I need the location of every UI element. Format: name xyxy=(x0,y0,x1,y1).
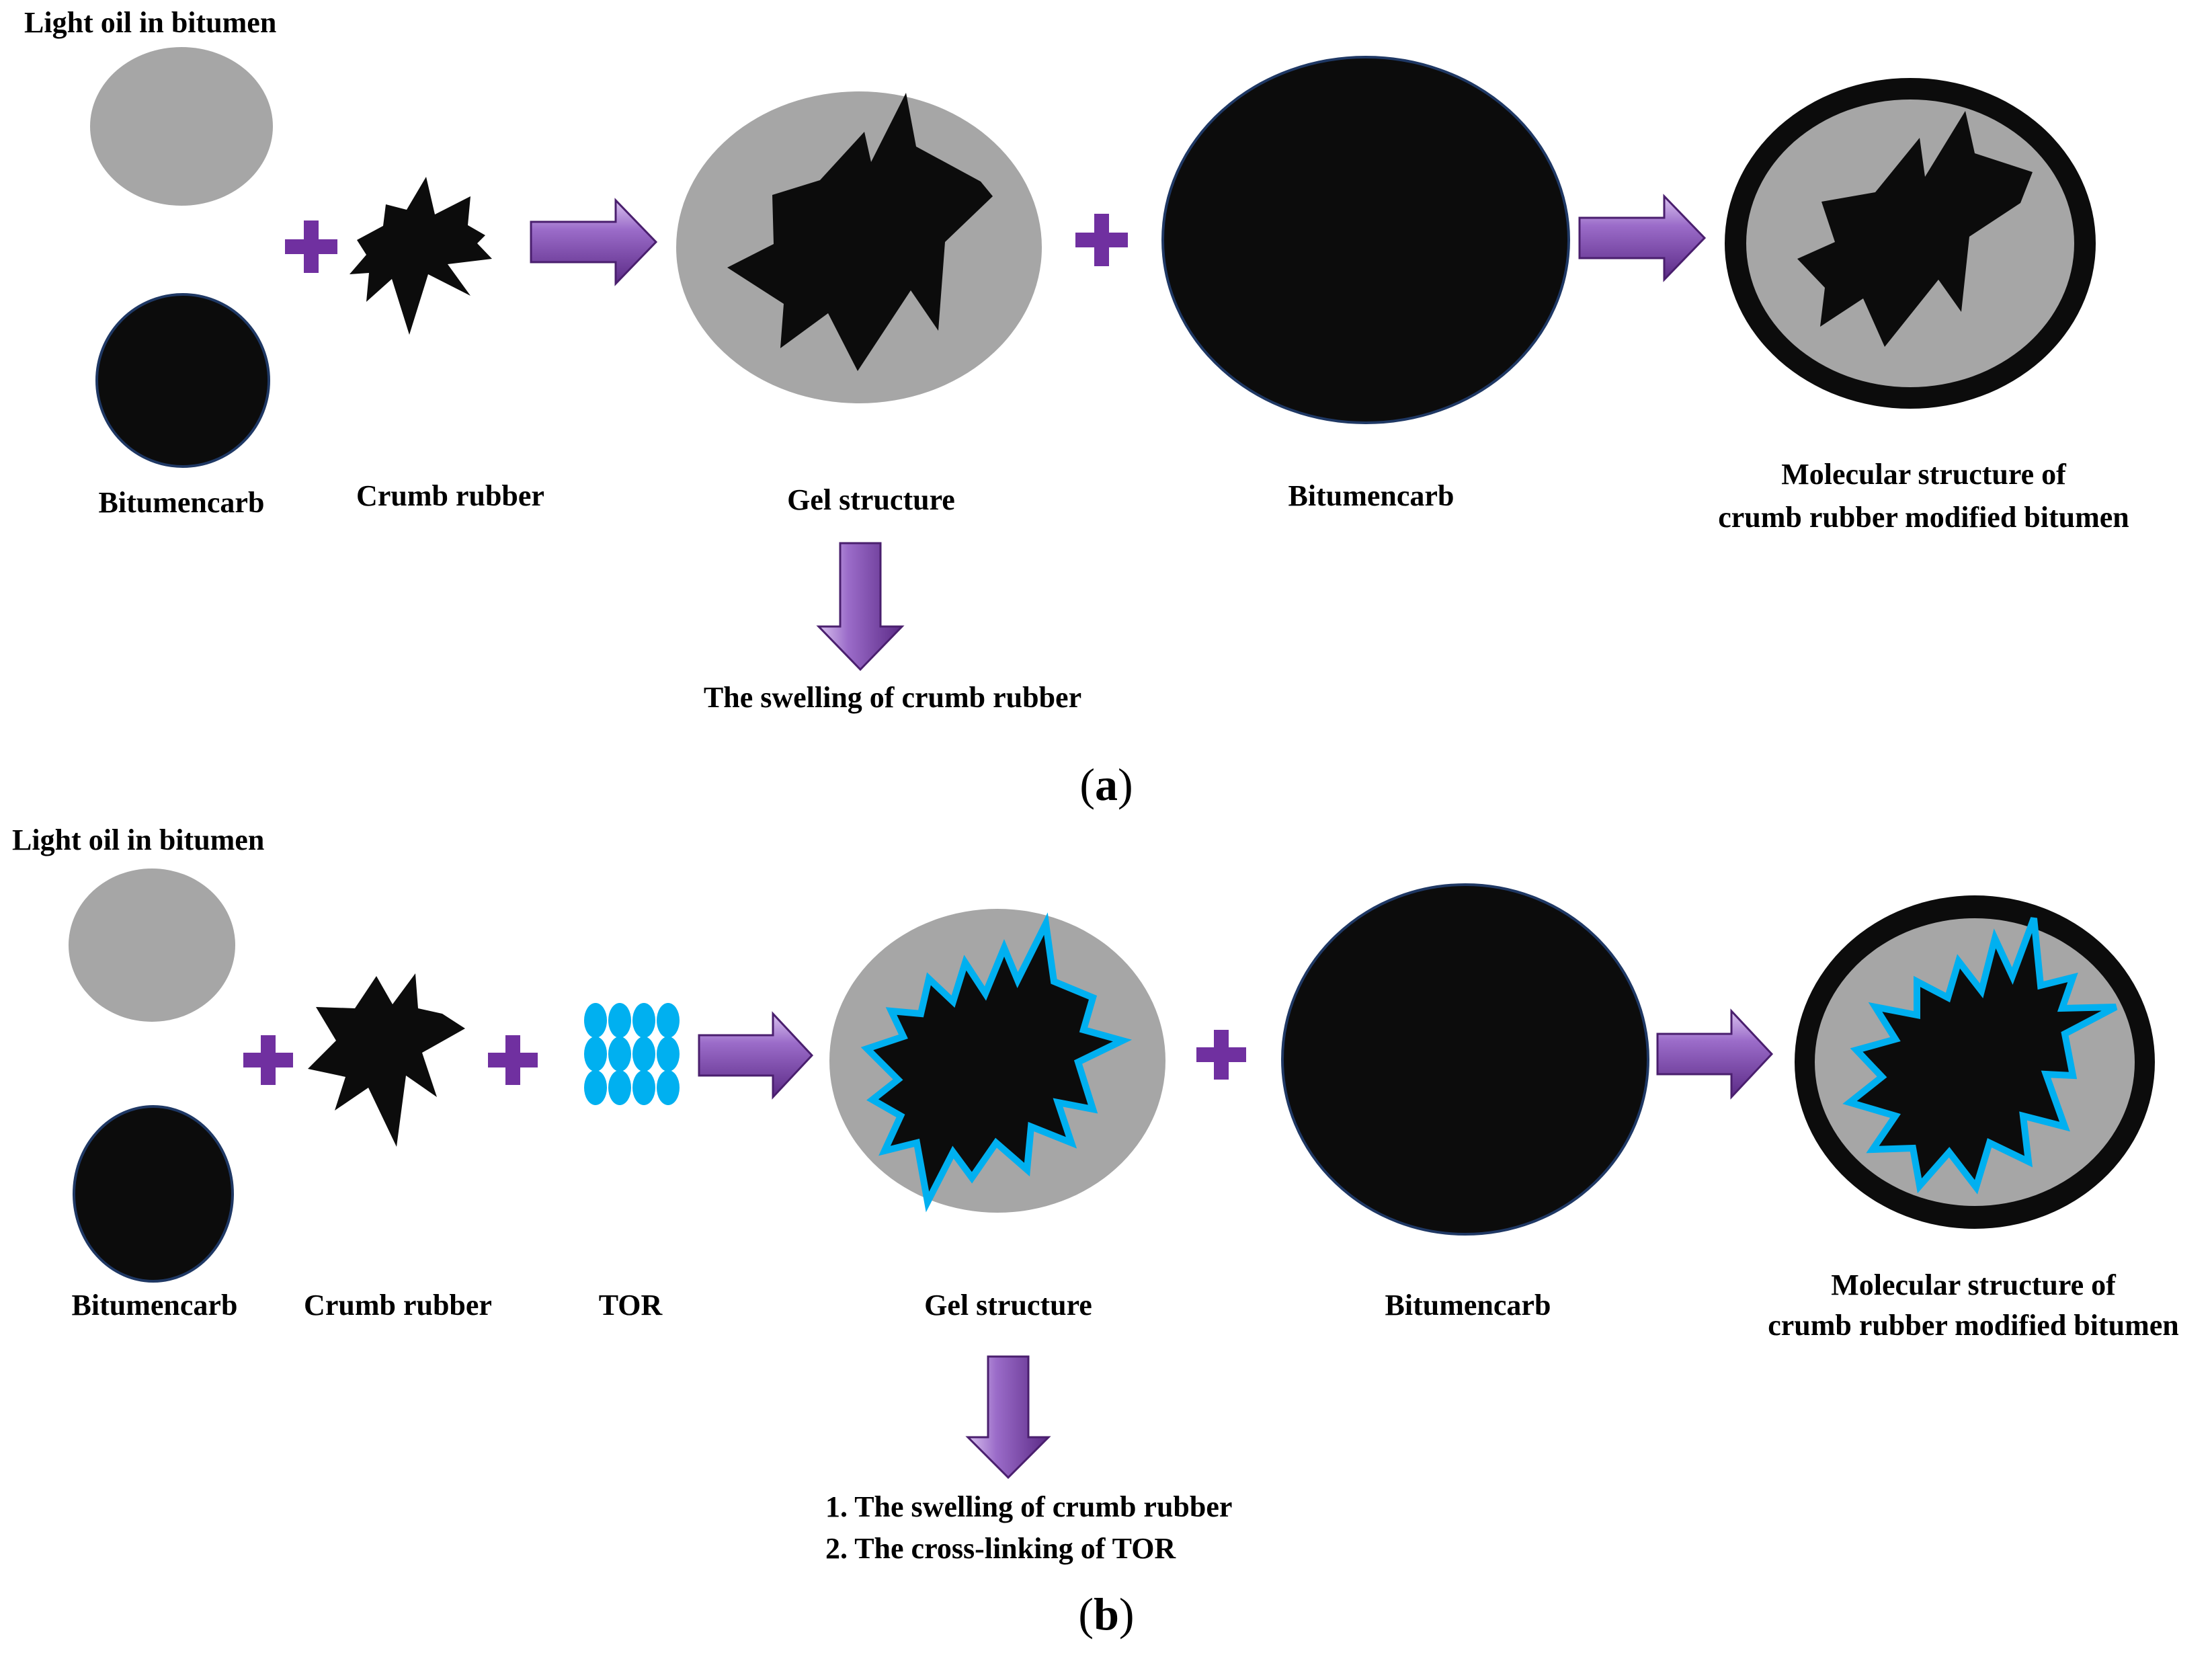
plus-icon xyxy=(285,220,337,273)
light-oil-particle xyxy=(69,869,235,1022)
plus-icon xyxy=(1075,214,1128,266)
panel-letter: a xyxy=(1095,759,1118,810)
gel-structure-label: Gel structure xyxy=(787,483,955,516)
light-oil-particle xyxy=(90,47,273,206)
crumb-rubber-particle xyxy=(308,973,465,1147)
panel-letter: b xyxy=(1094,1588,1119,1640)
crumb-rubber-particle xyxy=(350,177,492,335)
bitumencarb-particle xyxy=(95,293,270,468)
bitumencarb-matrix xyxy=(1281,883,1649,1236)
crosslinking-outcome-label: 2. The cross-linking of TOR xyxy=(825,1532,1176,1565)
bitumencarb-label: Bitumencarb xyxy=(72,1289,238,1322)
crosslinked-crumb-rubber xyxy=(860,912,1133,1213)
panel-b: Light oil in bitumen Bitumencarb Crumb r… xyxy=(12,823,2179,1640)
arrow-right-icon xyxy=(1578,194,1707,282)
result-label-line1: Molecular structure of xyxy=(1831,1268,2117,1301)
arrow-down-icon xyxy=(816,542,905,672)
panel-a-caption: (a) xyxy=(1079,759,1133,810)
arrow-right-icon xyxy=(530,198,658,286)
panel-b-caption: (b) xyxy=(1078,1588,1134,1640)
light-oil-label: Light oil in bitumen xyxy=(12,823,264,856)
result-label-line2: crumb rubber modified bitumen xyxy=(1718,501,2129,534)
result-label-line2: crumb rubber modified bitumen xyxy=(1768,1309,2179,1342)
plus-icon xyxy=(488,1035,538,1085)
bitumencarb-label: Bitumencarb xyxy=(1288,479,1455,512)
swollen-crumb-rubber xyxy=(1797,111,2033,347)
bitumencarb-matrix xyxy=(1161,56,1570,424)
crosslinked-crumb-rubber xyxy=(1842,917,2118,1195)
swelling-outcome-label: 1. The swelling of crumb rubber xyxy=(825,1490,1232,1523)
bitumencarb-label: Bitumencarb xyxy=(1385,1289,1551,1322)
swelling-outcome-label: The swelling of crumb rubber xyxy=(704,681,1081,714)
swollen-crumb-rubber xyxy=(727,93,993,371)
plus-icon xyxy=(243,1035,293,1085)
result-label-line1: Molecular structure of xyxy=(1781,458,2067,491)
gel-structure-label: Gel structure xyxy=(924,1289,1092,1322)
arrow-right-icon xyxy=(1656,1008,1774,1100)
crumb-rubber-label: Crumb rubber xyxy=(356,479,544,512)
tor-particles xyxy=(584,1003,680,1105)
crumb-rubber-label: Crumb rubber xyxy=(304,1289,492,1322)
light-oil-label: Light oil in bitumen xyxy=(24,6,276,39)
arrow-down-icon xyxy=(965,1355,1051,1480)
panel-a: Light oil in bitumen Bitumencarb Crumb r… xyxy=(24,6,2129,810)
tor-label: TOR xyxy=(599,1289,663,1322)
plus-icon xyxy=(1196,1030,1246,1080)
arrow-right-icon xyxy=(698,1011,814,1100)
bitumencarb-label: Bitumencarb xyxy=(99,486,265,519)
bitumencarb-particle xyxy=(73,1105,234,1283)
